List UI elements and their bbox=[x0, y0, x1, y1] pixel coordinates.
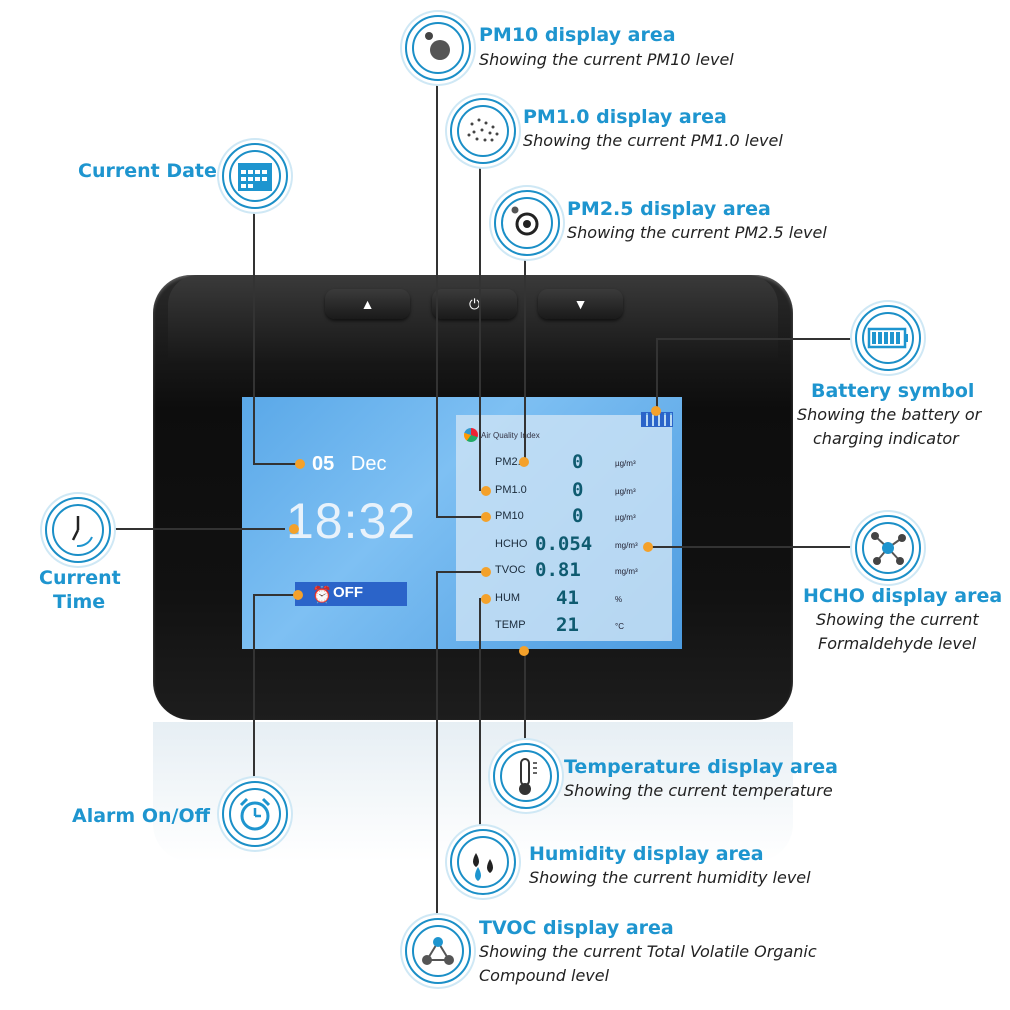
battery-title: Battery symbol bbox=[811, 380, 975, 402]
hcho-title: HCHO display area bbox=[803, 585, 1003, 607]
screen-alarm-box bbox=[295, 582, 407, 606]
pm25-icon bbox=[494, 190, 560, 256]
power-button[interactable]: ⏻ bbox=[432, 289, 517, 319]
screen-time: 18:32 bbox=[286, 493, 417, 549]
date-dot bbox=[295, 459, 305, 469]
pm10-icon bbox=[405, 15, 471, 81]
alarm-icon bbox=[222, 781, 288, 847]
aqi-row-label: PM2.5 bbox=[495, 456, 527, 468]
temp-dot bbox=[519, 646, 529, 656]
aqi-logo-icon bbox=[464, 428, 478, 442]
screen-date-month: Dec bbox=[350, 453, 387, 475]
temp-title: Temperature display area bbox=[564, 756, 838, 778]
aqi-row-unit: % bbox=[615, 595, 623, 604]
aqi-row-label: TEMP bbox=[495, 619, 526, 631]
battery-callout-icon bbox=[855, 305, 921, 371]
alarm-dot bbox=[293, 590, 303, 600]
screen-alarm-state: OFF bbox=[333, 584, 363, 601]
up-button[interactable]: ▲ bbox=[325, 289, 410, 319]
hum-sub: Showing the current humidity level bbox=[529, 868, 811, 887]
thermometer-icon bbox=[493, 743, 559, 809]
aqi-row-unit: °C bbox=[615, 622, 624, 631]
battery-dot bbox=[651, 406, 661, 416]
alarm-clock-icon: ⏰ bbox=[312, 587, 332, 604]
pm25-dot bbox=[519, 457, 529, 467]
aqi-row-value: 0 bbox=[572, 451, 584, 473]
pm1-dot bbox=[481, 486, 491, 496]
screen-date-day: 05 bbox=[312, 453, 335, 475]
aqi-row-label: TVOC bbox=[495, 564, 526, 576]
pm1-icon bbox=[450, 98, 516, 164]
aqi-row-label: HUM bbox=[495, 592, 521, 604]
tvoc-sub2: Compound level bbox=[479, 966, 610, 985]
aqi-row-unit: µg/m³ bbox=[615, 487, 636, 496]
tvoc-title: TVOC display area bbox=[479, 917, 674, 939]
pm1-sub: Showing the current PM1.0 level bbox=[523, 131, 783, 150]
aqi-row-label: PM10 bbox=[495, 510, 524, 522]
pm25-sub: Showing the current PM2.5 level bbox=[567, 223, 827, 242]
aqi-row-value: 0.81 bbox=[535, 559, 581, 581]
pm1-title: PM1.0 display area bbox=[523, 106, 727, 128]
battery-sub1: Showing the battery or bbox=[797, 405, 982, 424]
aqi-row-value: 0 bbox=[572, 505, 584, 527]
aqi-row-unit: µg/m³ bbox=[615, 459, 636, 468]
time-dot bbox=[289, 524, 299, 534]
hum-dot bbox=[481, 594, 491, 604]
molecule-icon bbox=[855, 515, 921, 581]
aqi-row-unit: mg/m³ bbox=[615, 567, 638, 576]
aqi-title: Air Quality Index bbox=[481, 431, 540, 440]
down-button[interactable]: ▼ bbox=[538, 289, 623, 319]
aqi-row-unit: mg/m³ bbox=[615, 541, 638, 550]
time-title1: Current bbox=[39, 567, 121, 589]
aqi-panel bbox=[456, 415, 672, 641]
time-title2: Time bbox=[53, 591, 106, 613]
temp-sub: Showing the current temperature bbox=[564, 781, 833, 800]
hcho-sub1: Showing the current bbox=[816, 610, 979, 629]
aqi-row-label: PM1.0 bbox=[495, 484, 527, 496]
pm10-title: PM10 display area bbox=[479, 24, 676, 46]
calendar-icon bbox=[222, 143, 288, 209]
battery-sub2: charging indicator bbox=[813, 429, 959, 448]
hum-title: Humidity display area bbox=[529, 843, 764, 865]
hcho-dot bbox=[643, 542, 653, 552]
alarm-title: Alarm On/Off bbox=[72, 805, 210, 827]
aqi-row-value: 41 bbox=[556, 587, 579, 609]
pm25-title: PM2.5 display area bbox=[567, 198, 771, 220]
tvoc-icon bbox=[405, 918, 471, 984]
water-drops-icon bbox=[450, 829, 516, 895]
aqi-row-value: 0.054 bbox=[535, 533, 593, 555]
aqi-row-value: 21 bbox=[556, 614, 579, 636]
aqi-row-label: HCHO bbox=[495, 538, 528, 550]
hcho-sub2: Formaldehyde level bbox=[818, 634, 977, 653]
date-title: Current Date bbox=[78, 160, 217, 182]
tvoc-dot bbox=[481, 567, 491, 577]
aqi-row-unit: µg/m³ bbox=[615, 513, 636, 522]
clock-icon bbox=[45, 497, 111, 563]
aqi-row-value: 0 bbox=[572, 479, 584, 501]
screen-date: 05 Dec bbox=[312, 453, 387, 476]
pm10-sub: Showing the current PM10 level bbox=[479, 50, 734, 69]
pm10-dot bbox=[481, 512, 491, 522]
tvoc-sub1: Showing the current Total Volatile Organ… bbox=[479, 942, 817, 961]
